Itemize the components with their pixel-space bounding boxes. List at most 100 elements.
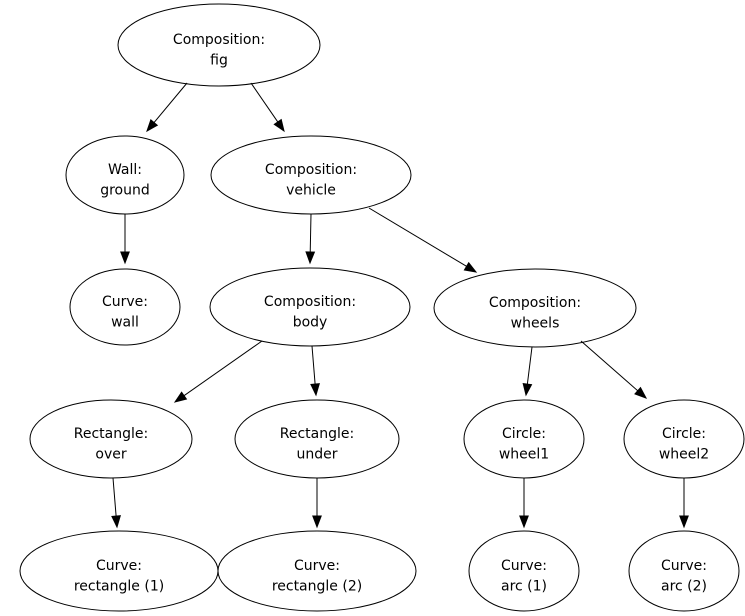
node-label-line1: Curve: <box>96 558 142 574</box>
node-label-line2: body <box>293 314 328 330</box>
edge-line <box>112 477 117 517</box>
node-label-line2: under <box>296 446 337 462</box>
edge-vehicle-to-wheels <box>368 207 478 273</box>
node-wheel2[interactable]: Circle: wheel2 <box>623 399 745 479</box>
node-wall[interactable]: Curve: wall <box>69 268 181 346</box>
node-label-line1: Rectangle: <box>74 426 148 442</box>
arrowhead-icon <box>310 383 320 397</box>
node-label: Composition: fig <box>173 32 265 68</box>
node-label-line1: Circle: <box>662 426 706 442</box>
node-ellipse <box>69 268 181 346</box>
node-label-line1: Composition: <box>489 295 581 311</box>
node-label-line2: fig <box>210 52 228 68</box>
edges-layer <box>111 82 689 529</box>
node-label: Composition: vehicle <box>265 162 357 198</box>
edge-line <box>526 346 533 385</box>
arrowhead-icon <box>305 251 316 265</box>
node-label-line1: Curve: <box>102 294 148 310</box>
node-label: Composition: wheels <box>489 295 581 331</box>
node-over[interactable]: Rectangle: over <box>29 399 193 479</box>
node-ellipse <box>29 399 193 479</box>
node-ellipse <box>117 3 321 87</box>
node-label: Curve: arc (1) <box>501 558 547 594</box>
node-vehicle[interactable]: Composition: vehicle <box>210 135 412 215</box>
node-label-line1: Curve: <box>294 558 340 574</box>
node-ellipse <box>217 530 417 612</box>
node-ellipse <box>65 135 185 215</box>
arrowhead-icon <box>679 515 689 529</box>
edge-fig-to-vehicle <box>250 82 285 133</box>
arrowhead-icon <box>312 515 322 529</box>
edge-line <box>368 207 467 267</box>
node-label-line2: rectangle (2) <box>272 578 362 594</box>
nodes-layer: Composition:figWall:groundComposition:ve… <box>19 3 745 612</box>
edge-wheel2-to-arc2 <box>679 478 689 529</box>
node-label-line2: wall <box>111 314 139 330</box>
node-label-line1: Composition: <box>173 32 265 48</box>
edge-line <box>153 82 188 123</box>
arrowhead-icon <box>634 386 648 399</box>
node-label-line2: wheel1 <box>499 446 549 462</box>
node-label-line2: arc (1) <box>501 578 547 594</box>
node-label-line2: over <box>95 446 126 462</box>
node-ellipse <box>628 530 740 612</box>
node-under[interactable]: Rectangle: under <box>234 399 400 479</box>
node-label-line2: wheels <box>511 315 560 331</box>
node-label-line1: Curve: <box>661 558 707 574</box>
node-rectangle1[interactable]: Curve: rectangle (1) <box>19 530 219 612</box>
node-fig[interactable]: Composition: fig <box>117 3 321 87</box>
arrowhead-icon <box>120 251 130 265</box>
edge-ground-to-wall <box>120 214 130 265</box>
node-label: Composition: body <box>264 294 356 330</box>
arrowhead-icon <box>173 391 188 403</box>
node-label-line1: Rectangle: <box>280 426 354 442</box>
node-label: Circle: wheel2 <box>659 426 709 462</box>
arrowhead-icon <box>522 382 533 397</box>
node-label: Rectangle: over <box>74 426 148 462</box>
edge-body-to-under <box>310 345 320 397</box>
node-label: Wall: ground <box>100 162 150 198</box>
arrowhead-icon <box>111 515 121 529</box>
edge-wheel1-to-arc1 <box>519 478 529 529</box>
arrowhead-icon <box>463 261 478 273</box>
node-wheel1[interactable]: Circle: wheel1 <box>463 399 585 479</box>
node-label: Curve: arc (2) <box>661 558 707 594</box>
node-label-line1: Composition: <box>264 294 356 310</box>
node-label-line1: Composition: <box>265 162 357 178</box>
node-arc2[interactable]: Curve: arc (2) <box>628 530 740 612</box>
edge-line <box>580 340 639 392</box>
node-label-line2: vehicle <box>286 182 336 198</box>
node-body[interactable]: Composition: body <box>209 267 411 347</box>
edge-under-to-rectangle2 <box>312 478 322 529</box>
node-ellipse <box>463 399 585 479</box>
node-ellipse <box>623 399 745 479</box>
edge-line <box>311 345 316 385</box>
node-rectangle2[interactable]: Curve: rectangle (2) <box>217 530 417 612</box>
node-ellipse <box>234 399 400 479</box>
edge-line <box>250 82 279 123</box>
edge-line <box>183 340 263 397</box>
node-label-line1: Wall: <box>108 162 142 178</box>
node-ground[interactable]: Wall: ground <box>65 135 185 215</box>
arrowhead-icon <box>146 119 159 133</box>
node-label-line2: rectangle (1) <box>74 578 164 594</box>
node-label-line2: ground <box>100 182 150 198</box>
edge-vehicle-to-body <box>305 213 316 265</box>
node-label-line2: arc (2) <box>661 578 707 594</box>
edge-wheels-to-wheel2 <box>580 340 648 399</box>
node-ellipse <box>209 267 411 347</box>
edge-over-to-rectangle1 <box>111 477 121 529</box>
node-label-line2: wheel2 <box>659 446 709 462</box>
node-wheels[interactable]: Composition: wheels <box>433 268 637 348</box>
edge-body-to-over <box>173 340 263 403</box>
node-label: Curve: wall <box>102 294 148 330</box>
node-arc1[interactable]: Curve: arc (1) <box>468 530 580 612</box>
node-ellipse <box>433 268 637 348</box>
node-label-line1: Circle: <box>502 426 546 442</box>
arrowhead-icon <box>273 118 285 133</box>
arrowhead-icon <box>519 515 529 529</box>
node-label: Curve: rectangle (1) <box>74 558 164 594</box>
node-ellipse <box>210 135 412 215</box>
node-label-line1: Curve: <box>501 558 547 574</box>
node-label: Circle: wheel1 <box>499 426 549 462</box>
